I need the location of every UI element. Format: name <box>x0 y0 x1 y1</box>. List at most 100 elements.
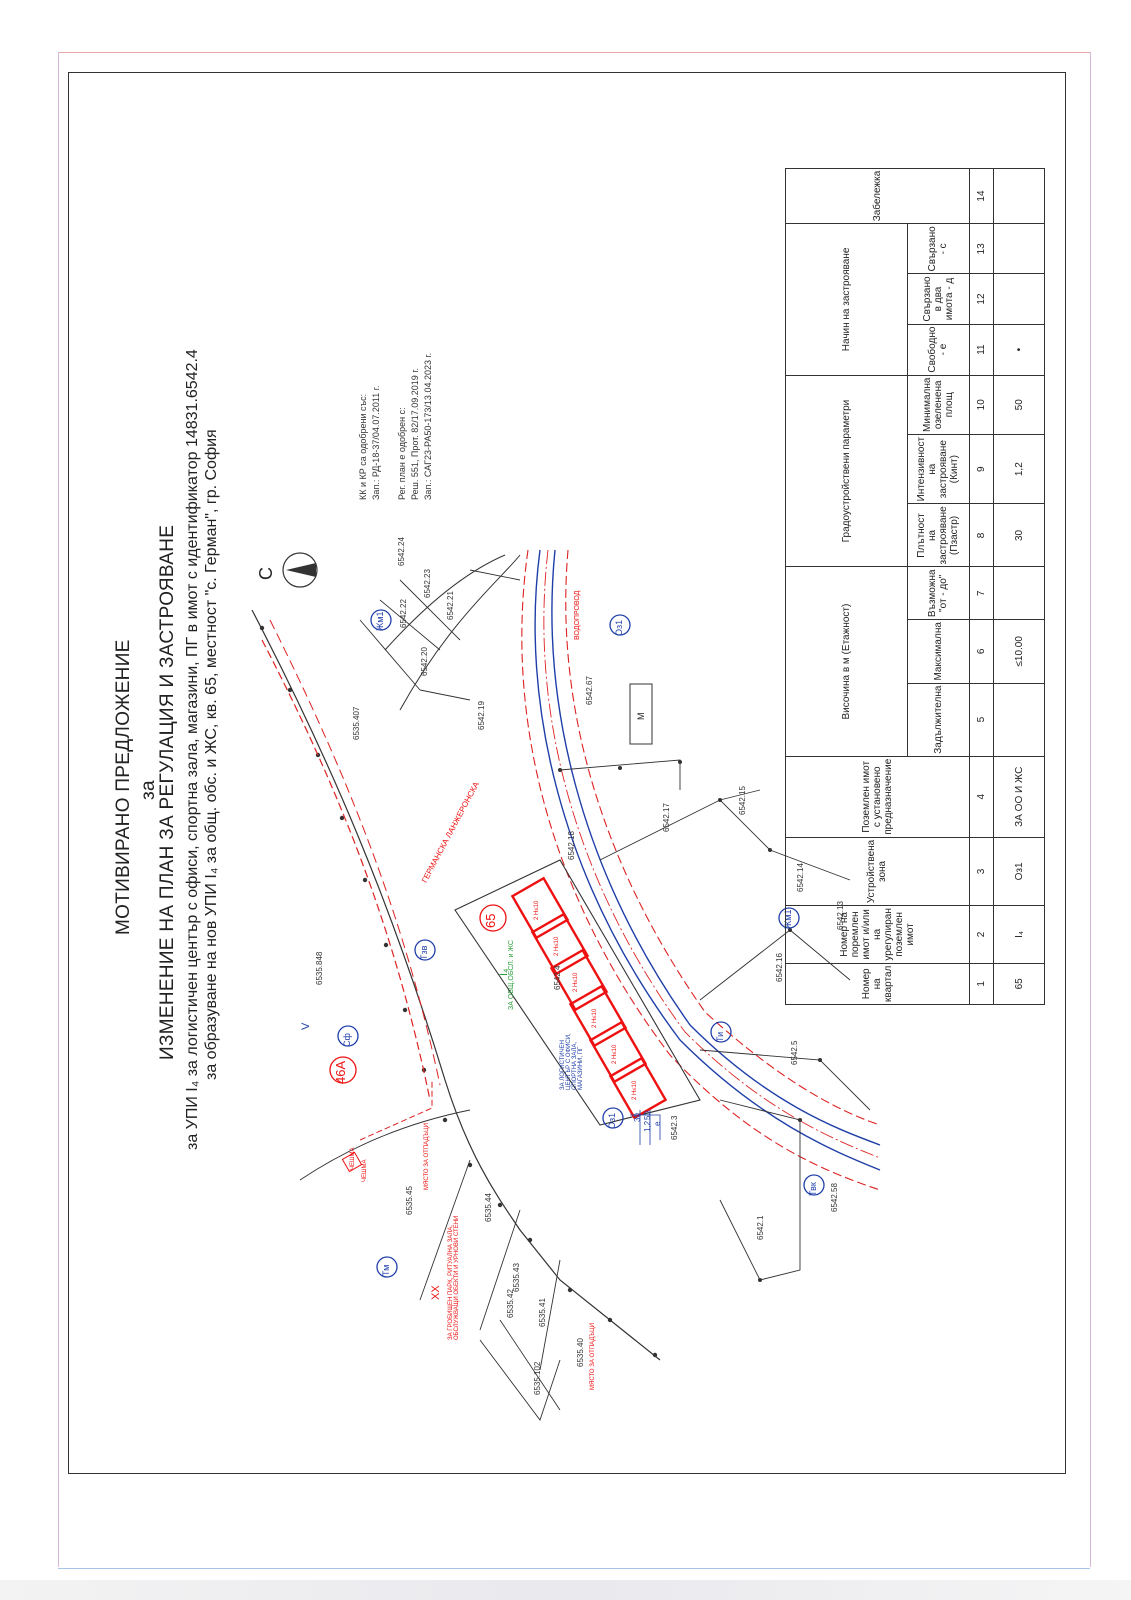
zone-circles <box>329 609 825 1278</box>
col-value: Оз1 <box>993 837 1045 906</box>
col-number: 4 <box>969 756 994 838</box>
zone-tm: Тм <box>381 1264 391 1276</box>
building-tag: 2 Н≤10 <box>592 1008 598 1028</box>
col-value <box>993 273 1045 325</box>
parcel-id: 6542.24 <box>397 537 406 566</box>
col-number: 11 <box>969 324 994 376</box>
col-number: 5 <box>969 683 994 757</box>
col-value: 1,2 <box>993 434 1045 504</box>
parcel-id: 6542.17 <box>662 803 671 832</box>
parcel-id: 6542.19 <box>477 701 486 730</box>
zone-ozl-top: Оз1 <box>614 619 624 636</box>
col-value: ЗА ОО И ЖС <box>993 756 1045 838</box>
parcel-id: 6542.23 <box>423 569 432 598</box>
road-upper-b <box>384 554 506 651</box>
col-number: 6 <box>969 619 994 684</box>
building-tag: 2 Н≤10 <box>632 1080 638 1100</box>
parcel-id: 6542.21 <box>446 591 455 620</box>
parcel-id: 6535.45 <box>405 1186 414 1215</box>
cadastral-boundary <box>251 609 661 1361</box>
xx-label: XX <box>430 1285 442 1300</box>
col-value: ≤10.00 <box>993 619 1045 684</box>
block-65-label: 65 <box>483 913 498 928</box>
hdr-3: Устройствена зона <box>785 837 970 906</box>
zone-zhm1-top: Жм1 <box>375 611 385 631</box>
params-box-pz: 30 <box>633 1113 642 1122</box>
parcel-id: 6542.3 <box>670 1115 679 1140</box>
params-box-green: 50 <box>643 1111 652 1120</box>
outer-frame <box>58 52 1090 1569</box>
outer-frame-right <box>1090 52 1091 1567</box>
hdr-2: Номер на поремлен имот и/или на урегулир… <box>785 905 970 964</box>
chapel-label-2: ЧЕШМА <box>350 1147 356 1171</box>
col-number: 3 <box>969 837 994 906</box>
group-mode: Начин на застрояване <box>785 223 908 376</box>
parcel-points <box>558 760 822 1282</box>
col-number: 7 <box>969 566 994 620</box>
reg-decision: Реш. 551, Прот. 82/17.09.2019 г. <box>410 368 420 500</box>
parcel-id: 6542.20 <box>420 647 429 676</box>
zone-ti: Ти <box>715 1031 725 1042</box>
col-number: 10 <box>969 375 994 435</box>
parcel-id: 6542.18 <box>567 831 576 860</box>
kk-title: КК и КР са одобрени със: <box>358 393 368 500</box>
reg-title: Рег. план е одобрен с: <box>397 407 407 500</box>
params-box-lines <box>630 1110 661 1145</box>
north-arrow <box>282 552 318 588</box>
water-label: ВОДОПРОВОД <box>574 590 581 640</box>
road-reg-2 <box>565 549 881 1126</box>
col-value <box>993 683 1045 757</box>
parcel-id: 6542.58 <box>830 1183 839 1212</box>
title-line2: за образуване на нов УПИ I₄ за общ. обс.… <box>203 429 220 1080</box>
parcel-id: 6542.5 <box>790 1040 799 1065</box>
col-value <box>993 168 1045 224</box>
block-65-outline <box>454 859 701 1126</box>
boundary-points <box>259 625 658 1358</box>
hdr-8: Плътност на застрояване (Пзастр) <box>907 503 970 567</box>
col-value <box>993 223 1045 274</box>
road-upper-a <box>399 554 521 711</box>
parcel-id: 6542.16 <box>775 953 784 982</box>
hdr-12: Свързано в два имота - д <box>907 273 970 325</box>
parcel-id: 6535.102 <box>533 1361 542 1395</box>
parcel-id: 6535.40 <box>576 1338 585 1367</box>
hdr-4: Поземлен имот с установено предназначени… <box>785 756 970 838</box>
parameter-table: Номер на квартал Номер на поремлен имот … <box>785 168 1045 1005</box>
north-label: С <box>256 567 276 580</box>
parcel-id: 6535.43 <box>512 1263 521 1292</box>
hdr-6: Максимална <box>907 619 970 684</box>
col-number: 2 <box>969 905 994 964</box>
hdr-5: Задължителна <box>907 683 970 757</box>
zone-tzv: Тзв <box>419 945 429 960</box>
parcel-id: 6542.4 <box>553 965 562 990</box>
buildings-row <box>510 876 668 1120</box>
old-purpose: ЗА ЛОГИСТИЧЕН ЦЕНТЪР С ОФИСИ, СПОРТНА ЗА… <box>560 1033 584 1090</box>
road-edge-2 <box>551 549 881 1146</box>
col-number: 1 <box>969 963 994 1005</box>
building-tag: 2 Н≤10 <box>612 1044 618 1064</box>
parcel-curve-a <box>299 1109 471 1181</box>
hdr-10: Минимална озеленена площ <box>907 375 970 435</box>
scan-edge <box>0 1580 1131 1600</box>
title-change: ИЗМЕНЕНИЕ НА ПЛАН ЗА РЕГУЛАЦИЯ И ЗАСТРОЯ… <box>157 524 178 1060</box>
chapel-label: ЧЕШМА <box>362 1159 368 1183</box>
outer-frame-left <box>58 52 59 1567</box>
chapel-box <box>341 1151 363 1173</box>
regulation-line-outer <box>261 639 431 1101</box>
zone-ozl-main: Оз1 <box>607 1112 617 1129</box>
place-rest: МЯСТО ЗА ОТПАДЪЦИ <box>424 1123 430 1190</box>
col-value: 50 <box>993 375 1045 435</box>
ritual-label: ЗА ГРОБИЩЕН ПАРК, РИТУАЛНА ЗАЛА, ОБСЛУЖВ… <box>448 1215 460 1340</box>
parcel-id: 6535.848 <box>315 951 324 985</box>
params-box-kint: 1,2 <box>643 1120 652 1132</box>
col-number: 8 <box>969 503 994 567</box>
params-box-mode: е <box>653 1121 662 1126</box>
parcel-id: 6535.42 <box>506 1289 515 1318</box>
kk-order: Зап.: РД-18-37/04.07.2011 г. <box>371 385 381 500</box>
place-rest-2: МЯСТО ЗА ОТПАДЪЦИ <box>590 1323 596 1390</box>
hdr-7: Възможна "от - до" <box>907 566 970 620</box>
title-main: МОТИВИРАНО ПРЕДЛОЖЕНИЕ <box>113 639 134 935</box>
hdr-14: Забележка <box>785 168 970 224</box>
